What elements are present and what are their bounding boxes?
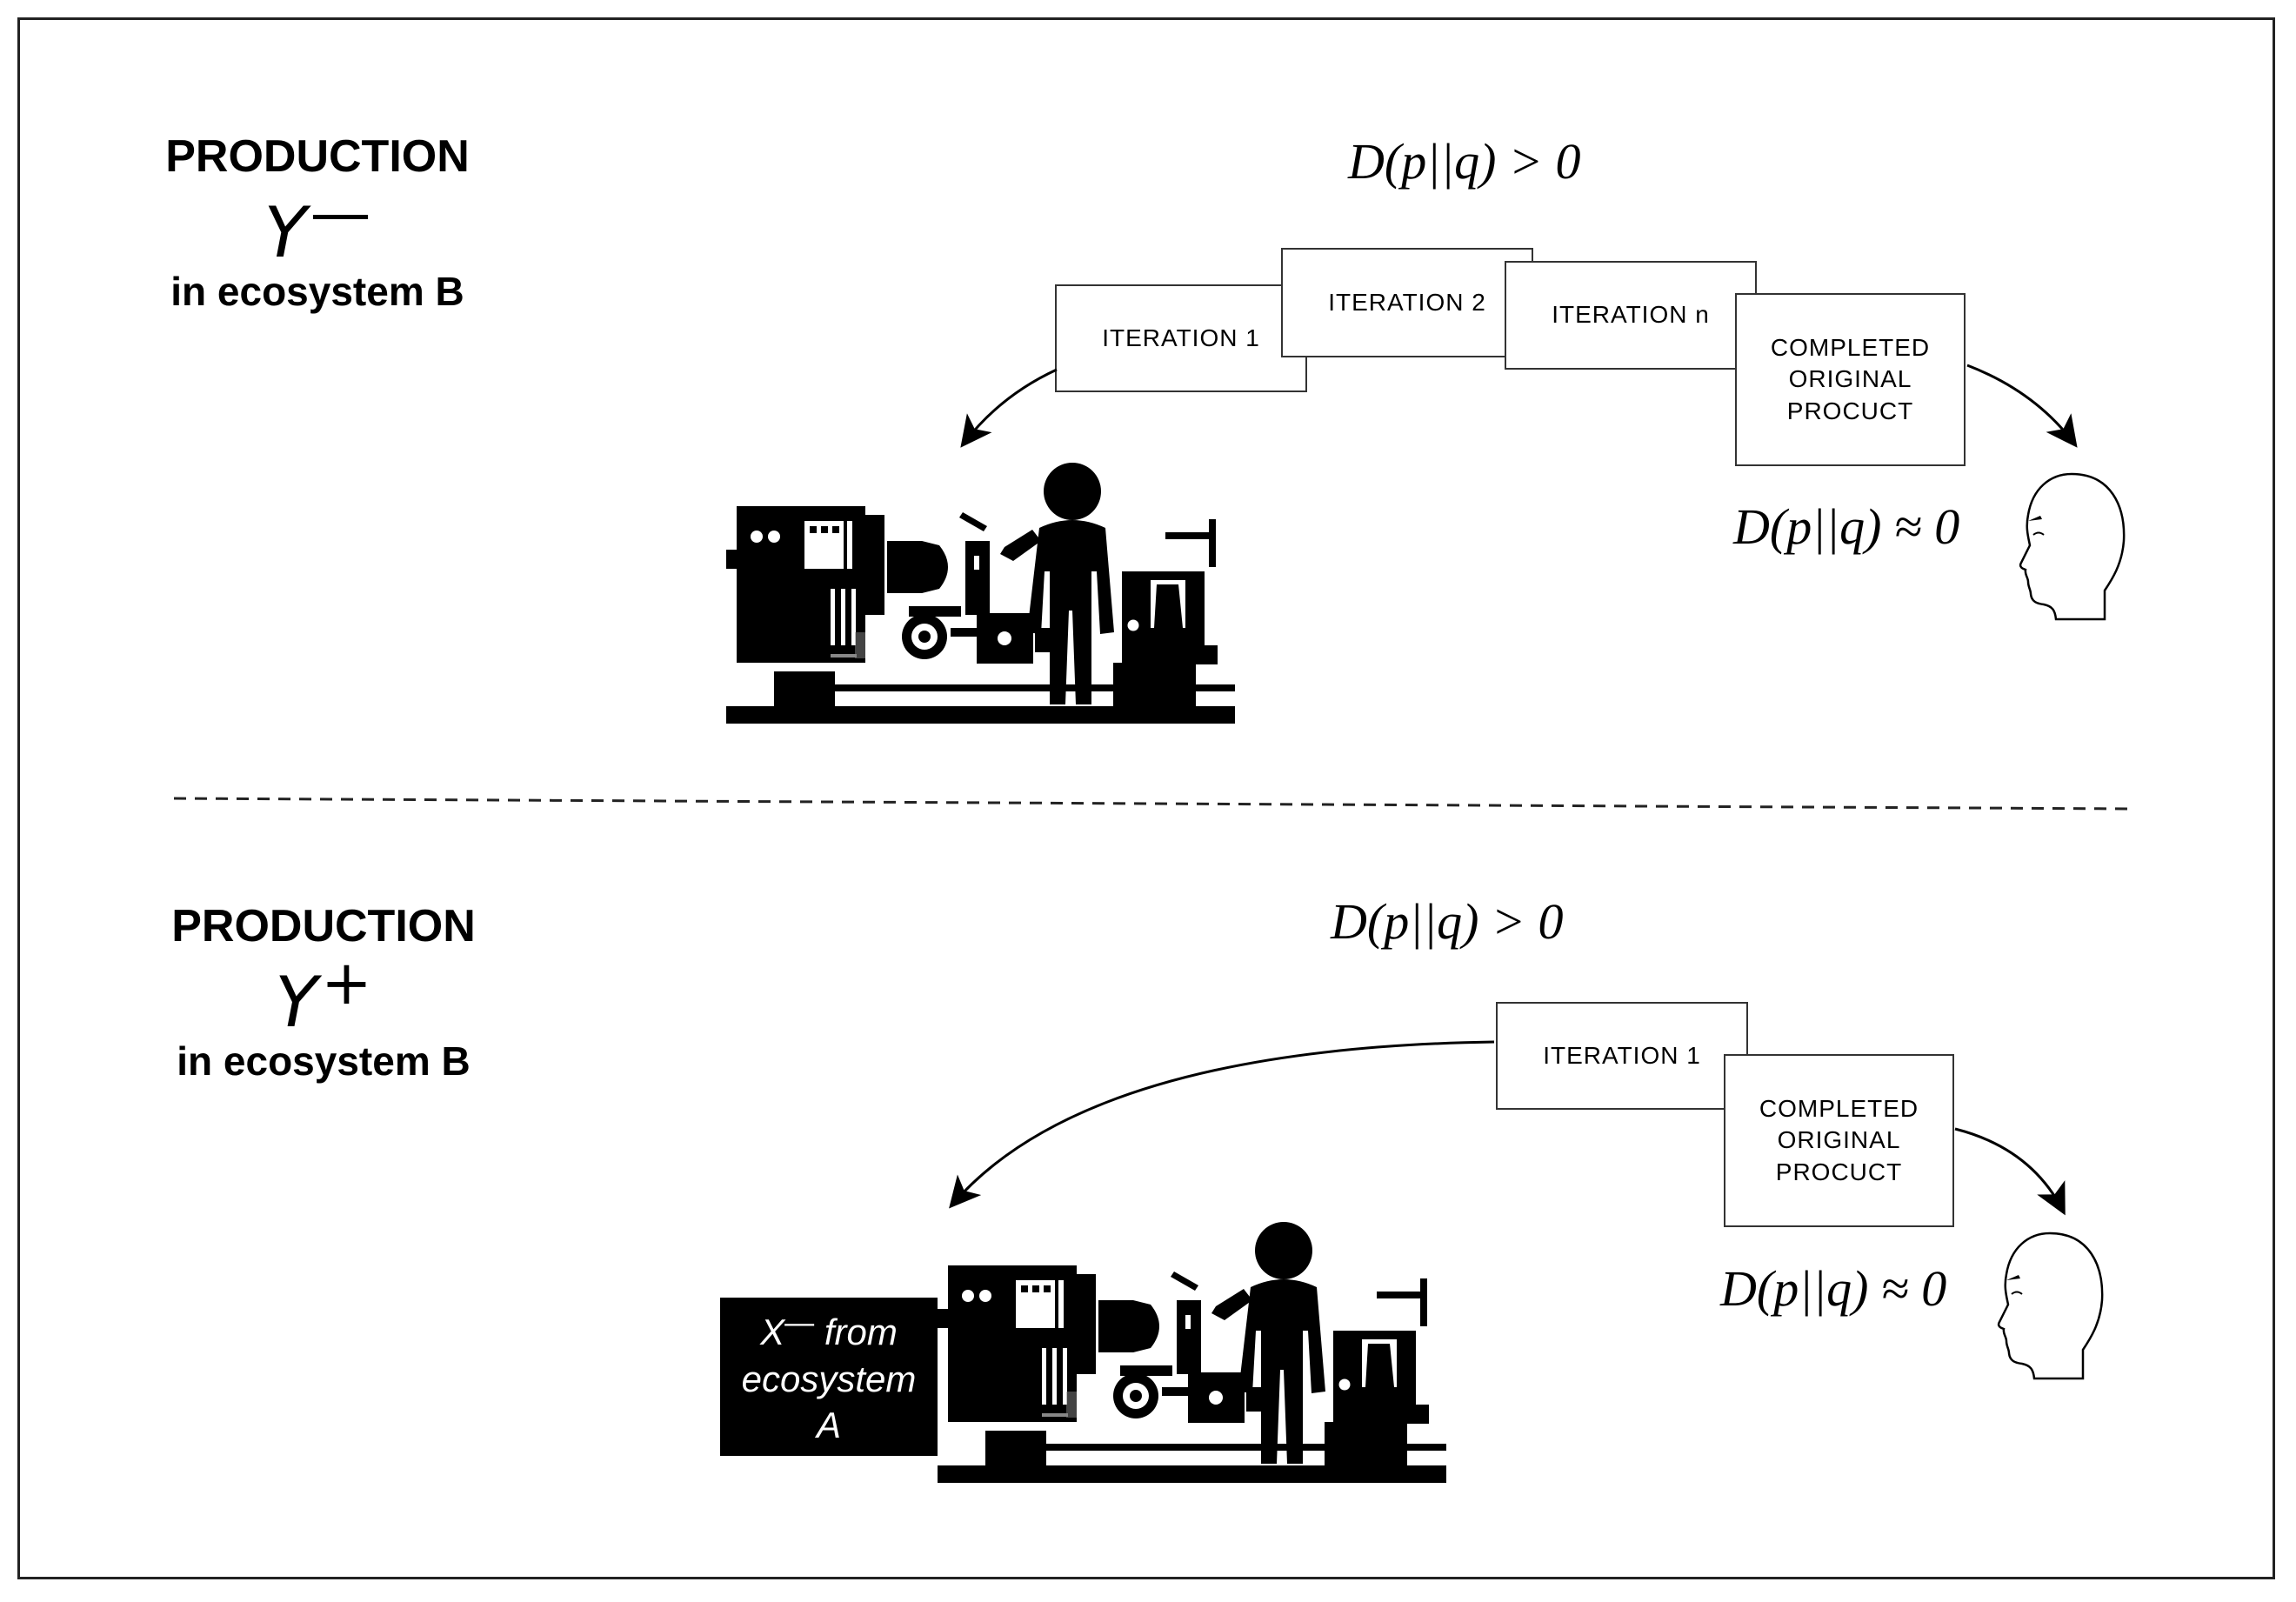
bottom-heading: PRODUCTION Y+ in ecosystem B (137, 900, 511, 1085)
section-divider (173, 797, 2136, 811)
bottom-heading-symbol: Y+ (275, 947, 372, 1043)
top-formula-iteration: D(p||q) > 0 (1348, 133, 1581, 190)
bottom-human-head-icon (1997, 1232, 2104, 1380)
top-heading-ecosystem: in ecosystem B (170, 269, 464, 314)
top-heading-production: PRODUCTION (165, 131, 470, 182)
bottom-arrow-to-machine (949, 1040, 1495, 1209)
bottom-heading-production: PRODUCTION (171, 901, 476, 951)
top-heading-symbol: Y— (264, 177, 371, 273)
bottom-machinist-lathe-icon (936, 1220, 1448, 1485)
top-iteration-n-box: ITERATION n (1505, 261, 1757, 370)
top-formula-completed: D(p||q) ≈ 0 (1733, 498, 1960, 555)
origin-symbol: X (760, 1311, 785, 1352)
top-heading: PRODUCTION Y— in ecosystem B (130, 130, 504, 315)
top-completed-box: COMPLETED ORIGINAL PROCUCT (1735, 293, 1966, 466)
origin-x-box: X— from ecosystem A (720, 1298, 938, 1456)
bottom-completed-box: COMPLETED ORIGINAL PROCUCT (1724, 1054, 1954, 1227)
bottom-formula-iteration: D(p||q) > 0 (1331, 893, 1564, 950)
figure-frame (17, 17, 2275, 1579)
bottom-arrow-to-head (1954, 1127, 2066, 1216)
top-arrow-to-machine (960, 368, 1058, 448)
bottom-formula-completed: D(p||q) ≈ 0 (1720, 1260, 1947, 1317)
top-human-head-icon (2019, 472, 2126, 621)
top-machinist-lathe-icon (724, 461, 1237, 725)
top-iteration-2-box: ITERATION 2 (1281, 248, 1533, 357)
top-arrow-to-head (1966, 364, 2078, 448)
bottom-heading-ecosystem: in ecosystem B (177, 1038, 471, 1084)
bottom-iteration-1-box: ITERATION 1 (1496, 1002, 1748, 1110)
